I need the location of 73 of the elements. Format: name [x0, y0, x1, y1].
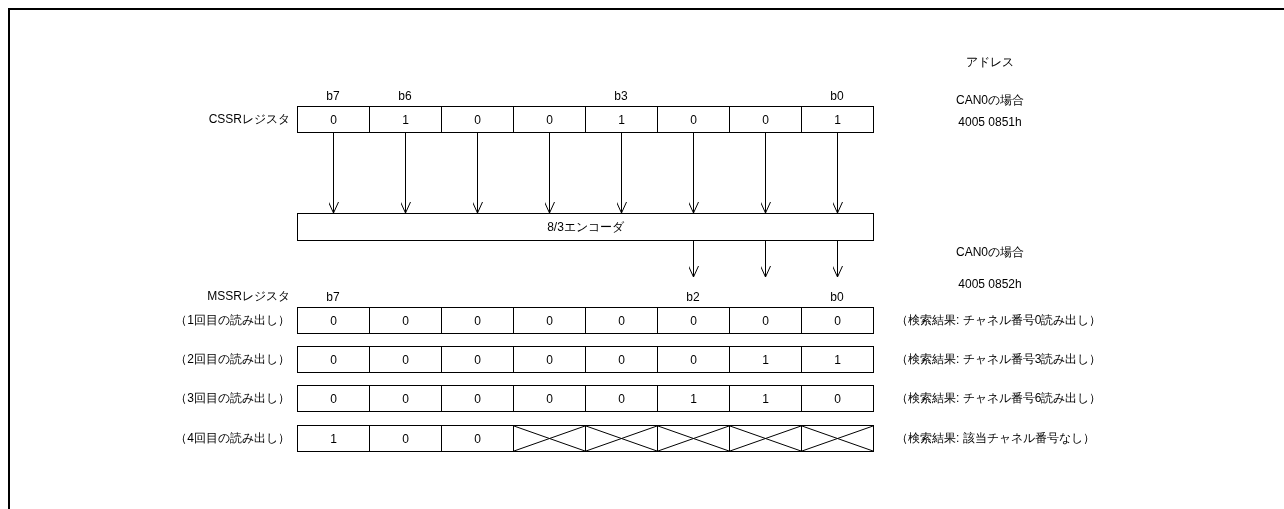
bit-label: b7: [326, 89, 340, 103]
bit-cell: 1: [657, 385, 730, 412]
bit-cell: 0: [585, 346, 658, 373]
arrow: [688, 240, 699, 278]
bit-cell: 0: [513, 346, 586, 373]
bit-cell: 1: [729, 346, 802, 373]
bit-cell: 0: [369, 307, 442, 334]
bit-cell: 0: [369, 385, 442, 412]
address-note: CAN0の場合: [956, 93, 1024, 107]
arrow: [760, 132, 771, 214]
bit-cell: 1: [801, 346, 874, 373]
bit-cell: 0: [297, 106, 370, 133]
bit-label: b7: [326, 290, 340, 304]
arrow: [688, 132, 699, 214]
arrow: [328, 132, 339, 214]
bit-cell: 1: [369, 106, 442, 133]
bit-cell: 1: [297, 425, 370, 452]
arrow: [472, 132, 483, 214]
arrow: [832, 132, 843, 214]
arrow: [400, 132, 411, 214]
bit-cell: 0: [297, 307, 370, 334]
crossed-box: [657, 425, 730, 452]
crossed-box: [585, 425, 658, 452]
result-note: （検索結果: チャネル番号3読み出し）: [896, 352, 1102, 366]
bit-cell: 0: [441, 385, 514, 412]
bit-cell: 1: [729, 385, 802, 412]
bit-cell: 0: [441, 425, 514, 452]
register-name: MSSRレジスタ: [207, 289, 290, 303]
address-value: 4005 0852h: [958, 277, 1022, 291]
bit-cell: 0: [657, 346, 730, 373]
result-note: （検索結果: 該当チャネル番号なし）: [896, 431, 1095, 445]
bit-cell: 0: [513, 307, 586, 334]
arrow: [760, 240, 771, 278]
bit-cell: 0: [441, 106, 514, 133]
bit-cell: 0: [585, 385, 658, 412]
crossed-box: [513, 425, 586, 452]
address-value: 4005 0851h: [958, 115, 1022, 129]
address-heading: アドレス: [966, 55, 1014, 69]
bit-cell: 0: [513, 106, 586, 133]
bit-cell: 0: [801, 307, 874, 334]
bit-label: b3: [614, 89, 628, 103]
bit-cell: 0: [657, 307, 730, 334]
read-label: （1回目の読み出し）: [175, 313, 290, 327]
result-note: （検索結果: チャネル番号0読み出し）: [896, 313, 1102, 327]
arrow: [616, 132, 627, 214]
bit-label: b0: [830, 89, 844, 103]
bit-cell: 0: [657, 106, 730, 133]
address-note: CAN0の場合: [956, 245, 1024, 259]
bit-label: b2: [686, 290, 700, 304]
bit-cell: 0: [297, 346, 370, 373]
bit-cell: 0: [441, 307, 514, 334]
bit-label: b0: [830, 290, 844, 304]
bit-cell: 1: [585, 106, 658, 133]
read-label: （4回目の読み出し）: [175, 431, 290, 445]
bit-cell: 1: [801, 106, 874, 133]
bit-cell: 0: [801, 385, 874, 412]
bit-cell: 0: [729, 106, 802, 133]
bit-cell: 0: [369, 346, 442, 373]
arrow: [832, 240, 843, 278]
result-note: （検索結果: チャネル番号6読み出し）: [896, 391, 1102, 405]
encoder-box: 8/3エンコーダ: [297, 213, 874, 241]
arrow: [544, 132, 555, 214]
read-label: （3回目の読み出し）: [175, 391, 290, 405]
crossed-box: [729, 425, 802, 452]
bit-cell: 0: [513, 385, 586, 412]
read-label: （2回目の読み出し）: [175, 352, 290, 366]
bit-cell: 0: [729, 307, 802, 334]
bit-cell: 0: [297, 385, 370, 412]
bit-label: b6: [398, 89, 412, 103]
bit-cell: 0: [441, 346, 514, 373]
bit-cell: 0: [585, 307, 658, 334]
bit-cell: 0: [369, 425, 442, 452]
crossed-box: [801, 425, 874, 452]
